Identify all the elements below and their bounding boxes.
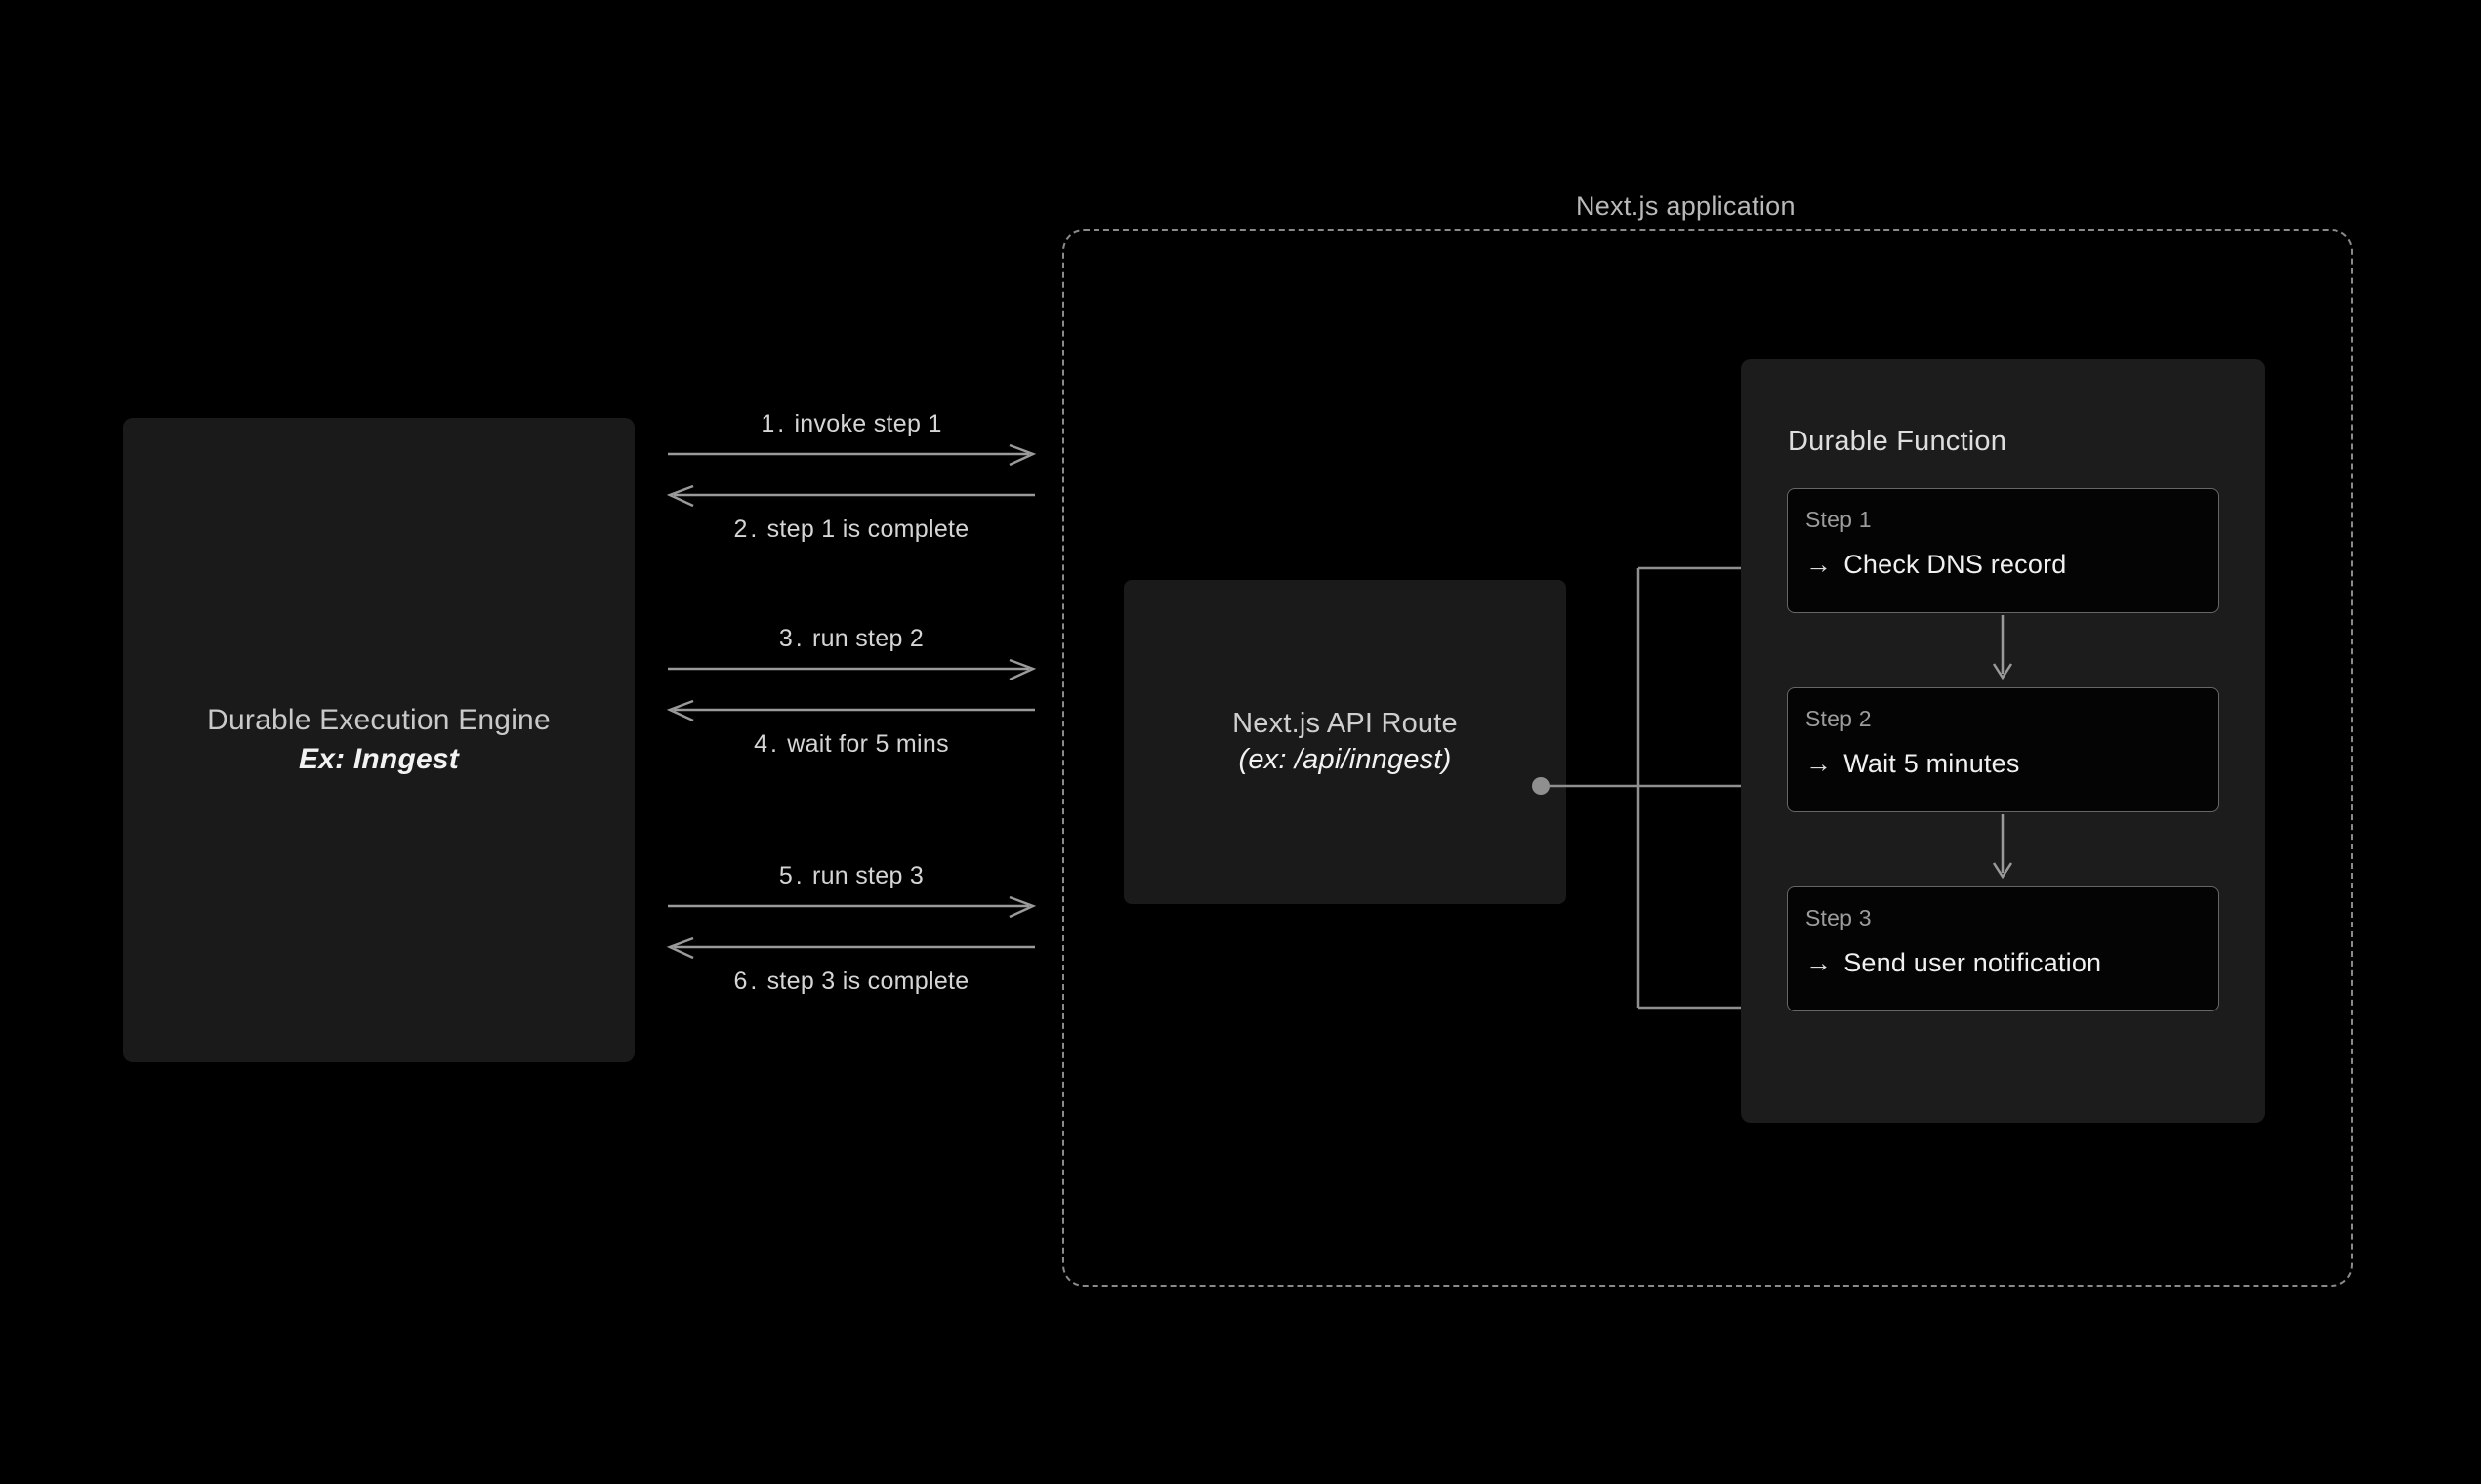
sequence-number-1: 1. xyxy=(761,410,788,437)
sequence-label-5: 5. run step 3 xyxy=(668,862,1035,890)
durable-execution-engine-box: Durable Execution Engine Ex: Inngest xyxy=(123,418,635,1062)
step-3-kicker: Step 3 xyxy=(1805,905,1872,930)
step-1-action: → Check DNS record xyxy=(1805,550,2066,580)
step-3-action: → Send user notification xyxy=(1805,948,2101,978)
sequence-arrow-4-icon xyxy=(666,699,1035,722)
sequence-arrow-group: 1. invoke step 1 2. step 1 is complete 3… xyxy=(666,410,1037,1074)
step-2-kicker: Step 2 xyxy=(1805,706,1872,731)
sequence-text-3: run step 2 xyxy=(811,625,925,652)
sequence-label-4: 4. wait for 5 mins xyxy=(668,730,1035,759)
sequence-number-5: 5. xyxy=(778,862,806,889)
sequence-label-1: 1. invoke step 1 xyxy=(668,410,1035,438)
nextjs-application-container xyxy=(1062,229,2353,1287)
sequence-row-6: 6. step 3 is complete xyxy=(666,936,1035,1010)
api-route-title: Next.js API Route xyxy=(1232,708,1458,739)
sequence-arrow-3-icon xyxy=(668,658,1037,681)
engine-subtitle: Ex: Inngest xyxy=(299,743,459,775)
sequence-label-6: 6. step 3 is complete xyxy=(668,968,1035,996)
step-connector-2-3 xyxy=(1787,812,2219,886)
sequence-row-5: 5. run step 3 xyxy=(668,862,1037,934)
arrow-right-icon: → xyxy=(1805,550,1833,579)
api-route-subtitle: (ex: /api/inngest) xyxy=(1238,744,1452,775)
sequence-row-1: 1. invoke step 1 xyxy=(668,410,1037,482)
sequence-arrow-6-icon xyxy=(666,936,1035,960)
sequence-number-3: 3. xyxy=(778,625,806,652)
step-box-3[interactable]: Step 3 → Send user notification xyxy=(1787,886,2219,1011)
step-2-action-label: Wait 5 minutes xyxy=(1843,749,2020,778)
sequence-text-4: wait for 5 mins xyxy=(787,730,949,758)
sequence-number-6: 6. xyxy=(733,968,761,995)
sequence-arrow-1-icon xyxy=(668,443,1037,467)
sequence-text-5: run step 3 xyxy=(811,862,925,889)
down-arrow-icon-1 xyxy=(1992,615,2013,680)
durable-function-panel: Durable Function Step 1 → Check DNS reco… xyxy=(1741,359,2265,1123)
step-1-action-label: Check DNS record xyxy=(1843,550,2067,579)
step-box-2[interactable]: Step 2 → Wait 5 minutes xyxy=(1787,687,2219,812)
sequence-label-2: 2. step 1 is complete xyxy=(668,515,1035,544)
step-2-action: → Wait 5 minutes xyxy=(1805,749,2020,779)
sequence-label-3: 3. run step 2 xyxy=(668,625,1035,653)
step-3-action-label: Send user notification xyxy=(1843,948,2102,977)
sequence-row-3: 3. run step 2 xyxy=(668,625,1037,697)
arrow-right-icon: → xyxy=(1805,749,1833,778)
sequence-number-4: 4. xyxy=(754,730,780,758)
sequence-text-2: step 1 is complete xyxy=(766,515,970,543)
sequence-arrow-2-icon xyxy=(666,484,1035,508)
sequence-row-2: 2. step 1 is complete xyxy=(666,484,1035,558)
durable-function-title: Durable Function xyxy=(1788,426,2007,457)
nextjs-application-title: Next.js application xyxy=(1562,191,1809,222)
durable-function-step-stack: Step 1 → Check DNS record Step 2 → Wait … xyxy=(1787,488,2219,1011)
engine-title: Durable Execution Engine xyxy=(207,704,551,736)
step-1-kicker: Step 1 xyxy=(1805,507,1872,532)
arrow-right-icon: → xyxy=(1805,948,1833,977)
sequence-number-2: 2. xyxy=(733,515,761,543)
down-arrow-icon-2 xyxy=(1992,814,2013,880)
sequence-text-6: step 3 is complete xyxy=(766,968,970,995)
sequence-row-4: 4. wait for 5 mins xyxy=(666,699,1035,773)
step-connector-1-2 xyxy=(1787,613,2219,687)
nextjs-api-route-box: Next.js API Route (ex: /api/inngest) xyxy=(1124,580,1566,904)
step-box-1[interactable]: Step 1 → Check DNS record xyxy=(1787,488,2219,613)
sequence-arrow-5-icon xyxy=(668,895,1037,919)
sequence-text-1: invoke step 1 xyxy=(794,410,942,437)
